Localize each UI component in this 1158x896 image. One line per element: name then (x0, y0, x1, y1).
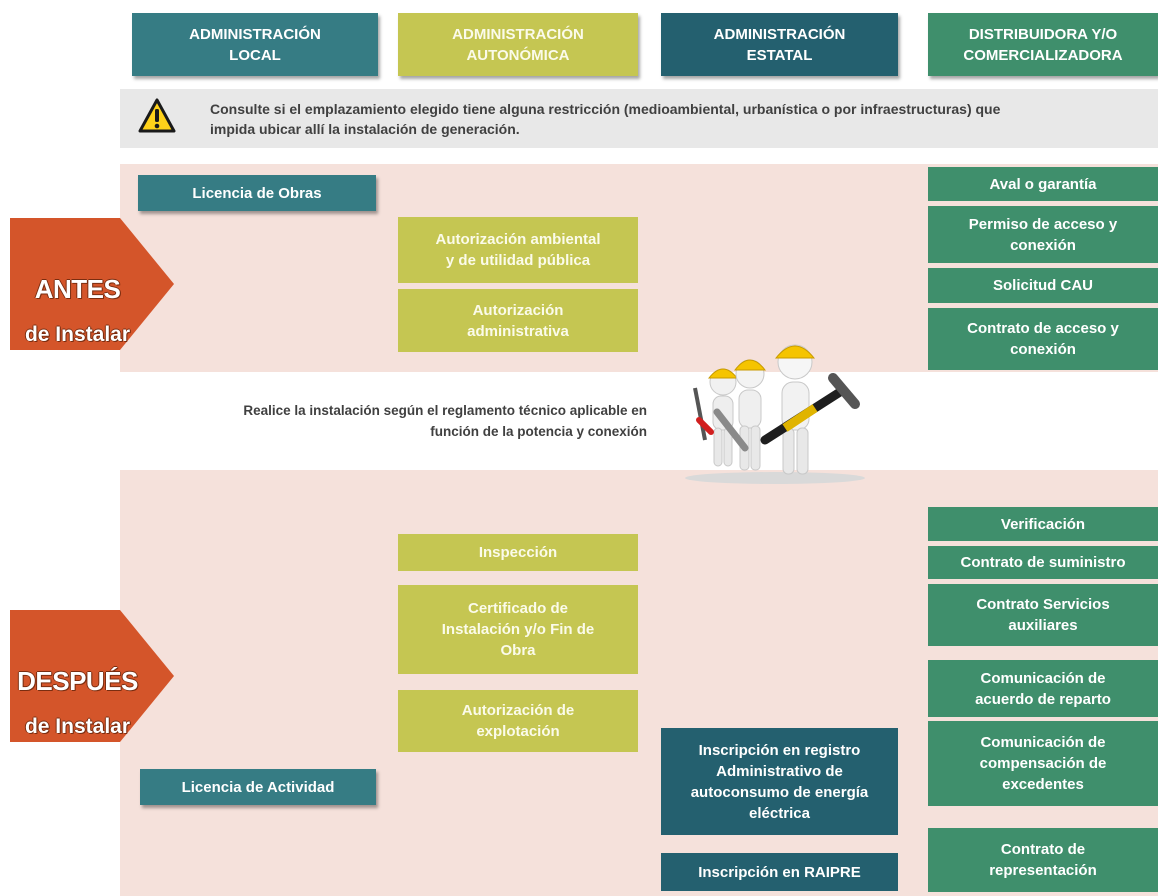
phase-before-subtitle: de Instalar (24, 323, 131, 346)
verificacion-box: Verificación (928, 507, 1158, 541)
phase-after-subtitle: de Instalar (24, 715, 131, 738)
phase-after-title: DESPUÉS (17, 666, 138, 696)
header-administracion-local: ADMINISTRACIÓN LOCAL (132, 13, 378, 76)
autorizacion-administrativa-box: Autorización administrativa (398, 289, 638, 352)
phase-after-arrow: DESPUÉS de Instalar (0, 610, 175, 745)
header-administracion-autonomica: ADMINISTRACIÓN AUTONÓMICA (398, 13, 638, 76)
workers-illustration (685, 344, 865, 484)
contrato-servicios-auxiliares-box: Contrato Servicios auxiliares (928, 584, 1158, 646)
permiso-acceso-box: Permiso de acceso y conexión (928, 206, 1158, 263)
licencia-de-obras-box: Licencia de Obras (138, 175, 376, 211)
header-administracion-estatal: ADMINISTRACIÓN ESTATAL (661, 13, 898, 76)
phase-before-arrow: ANTES de Instalar (0, 218, 175, 353)
installation-note: Realice la instalación según el reglamen… (243, 403, 647, 439)
inscripcion-registro-autoconsumo-box: Inscripción en registro Administrativo d… (661, 728, 898, 835)
autorizacion-explotacion-box: Autorización de explotación (398, 690, 638, 752)
warning-bar (120, 89, 1158, 148)
phase-before-title: ANTES (34, 274, 121, 304)
certificado-instalacion-box: Certificado de Instalación y/o Fin de Ob… (398, 585, 638, 674)
licencia-de-actividad-box: Licencia de Actividad (140, 769, 376, 805)
comunicacion-acuerdo-reparto-box: Comunicación de acuerdo de reparto (928, 660, 1158, 717)
inspeccion-box: Inspección (398, 534, 638, 571)
header-distribuidora-comercializadora: DISTRIBUIDORA Y/O COMERCIALIZADORA (928, 13, 1158, 76)
autorizacion-ambiental-box: Autorización ambiental y de utilidad púb… (398, 217, 638, 283)
warning-triangle-icon (138, 98, 176, 133)
aval-garantia-box: Aval o garantía (928, 167, 1158, 201)
contrato-acceso-box: Contrato de acceso y conexión (928, 308, 1158, 370)
contrato-representacion-box: Contrato de representación (928, 828, 1158, 892)
comunicacion-compensacion-excedentes-box: Comunicación de compensación de excedent… (928, 721, 1158, 806)
solicitud-cau-box: Solicitud CAU (928, 268, 1158, 303)
warning-text: Consulte si el emplazamiento elegido tie… (210, 101, 1001, 137)
inscripcion-raipre-box: Inscripción en RAIPRE (661, 853, 898, 891)
contrato-suministro-box: Contrato de suministro (928, 546, 1158, 579)
